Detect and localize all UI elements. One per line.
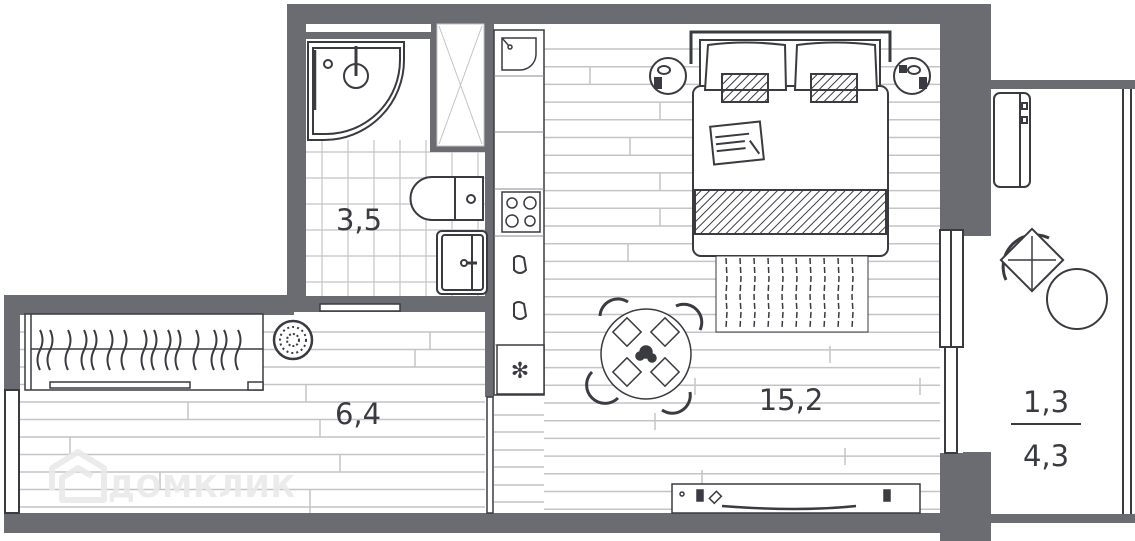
hanger-icon [210,329,218,371]
svg-text:✻: ✻ [511,359,529,384]
hanger-icon [120,329,128,371]
fridge-icon: ✻ [496,344,545,395]
bathroom-door[interactable] [319,303,401,312]
hanger-icon [234,329,242,371]
hanger-icon [80,329,88,371]
bath-niche [306,24,431,32]
toilet-icon [409,176,484,221]
dining-table-icon [585,297,704,415]
tv-console-icon [671,483,921,514]
walls [4,4,1135,541]
rug-fringe [725,257,728,329]
hanger-icon [164,329,172,371]
balcony-chair-icon [999,227,1065,293]
plant-icon [272,319,314,361]
rug-fringe [795,257,798,329]
balcony-glazing [1122,89,1132,514]
rug-fringe [753,257,756,329]
balcony-area-label-top: 1,3 [1023,385,1069,419]
hanger-icon [106,329,114,371]
hanger-icon [64,329,72,371]
kitchen-sink-icon [501,37,537,71]
balcony-door[interactable] [939,229,964,454]
nightstand-right-icon [893,57,931,95]
watermark-text: ДОМКЛИК [108,470,296,505]
air-conditioner-icon [993,92,1031,188]
double-bed-icon [689,30,892,257]
bathroom-sink-icon [436,230,488,295]
rug-fringe [781,257,784,329]
entrance-door[interactable] [4,389,20,514]
domclick-logo-watermark: ДОМКЛИК [49,449,296,505]
hanger-icon [46,329,54,371]
bath-niche-wall [306,32,431,39]
hanger-icon [192,329,200,371]
hanger-icon [150,329,158,371]
balcony-table-icon [1046,268,1108,330]
hallway-area-label: 6,4 [335,397,381,431]
hanger-icon [174,329,182,371]
wardrobe-icon [24,313,264,391]
rug-fringe [809,257,812,329]
rug-fringe [837,257,840,329]
cup-icon [513,301,528,320]
rug-fringe [739,257,742,329]
ventilation-shaft-icon [436,23,485,147]
corner-shower-icon [307,41,405,141]
rug-fringe [851,257,854,329]
cooktop-icon [501,191,541,233]
rug-fringe [823,257,826,329]
hanger-icon [90,329,98,371]
hanger-icon [36,329,44,371]
living-room-door[interactable] [486,396,494,514]
rug-fringe [767,257,770,329]
hanger-icon [220,329,228,371]
hanger-icon [140,329,148,371]
rug-icon [715,255,869,333]
magazine-icon [709,120,765,166]
balcony-area-label-bottom: 4,3 [1023,439,1069,473]
kettle-icon [513,255,528,274]
living-room-area-label: 15,2 [759,383,824,417]
bathroom-area-label: 3,5 [336,203,382,237]
nightstand-left-icon [649,57,687,95]
